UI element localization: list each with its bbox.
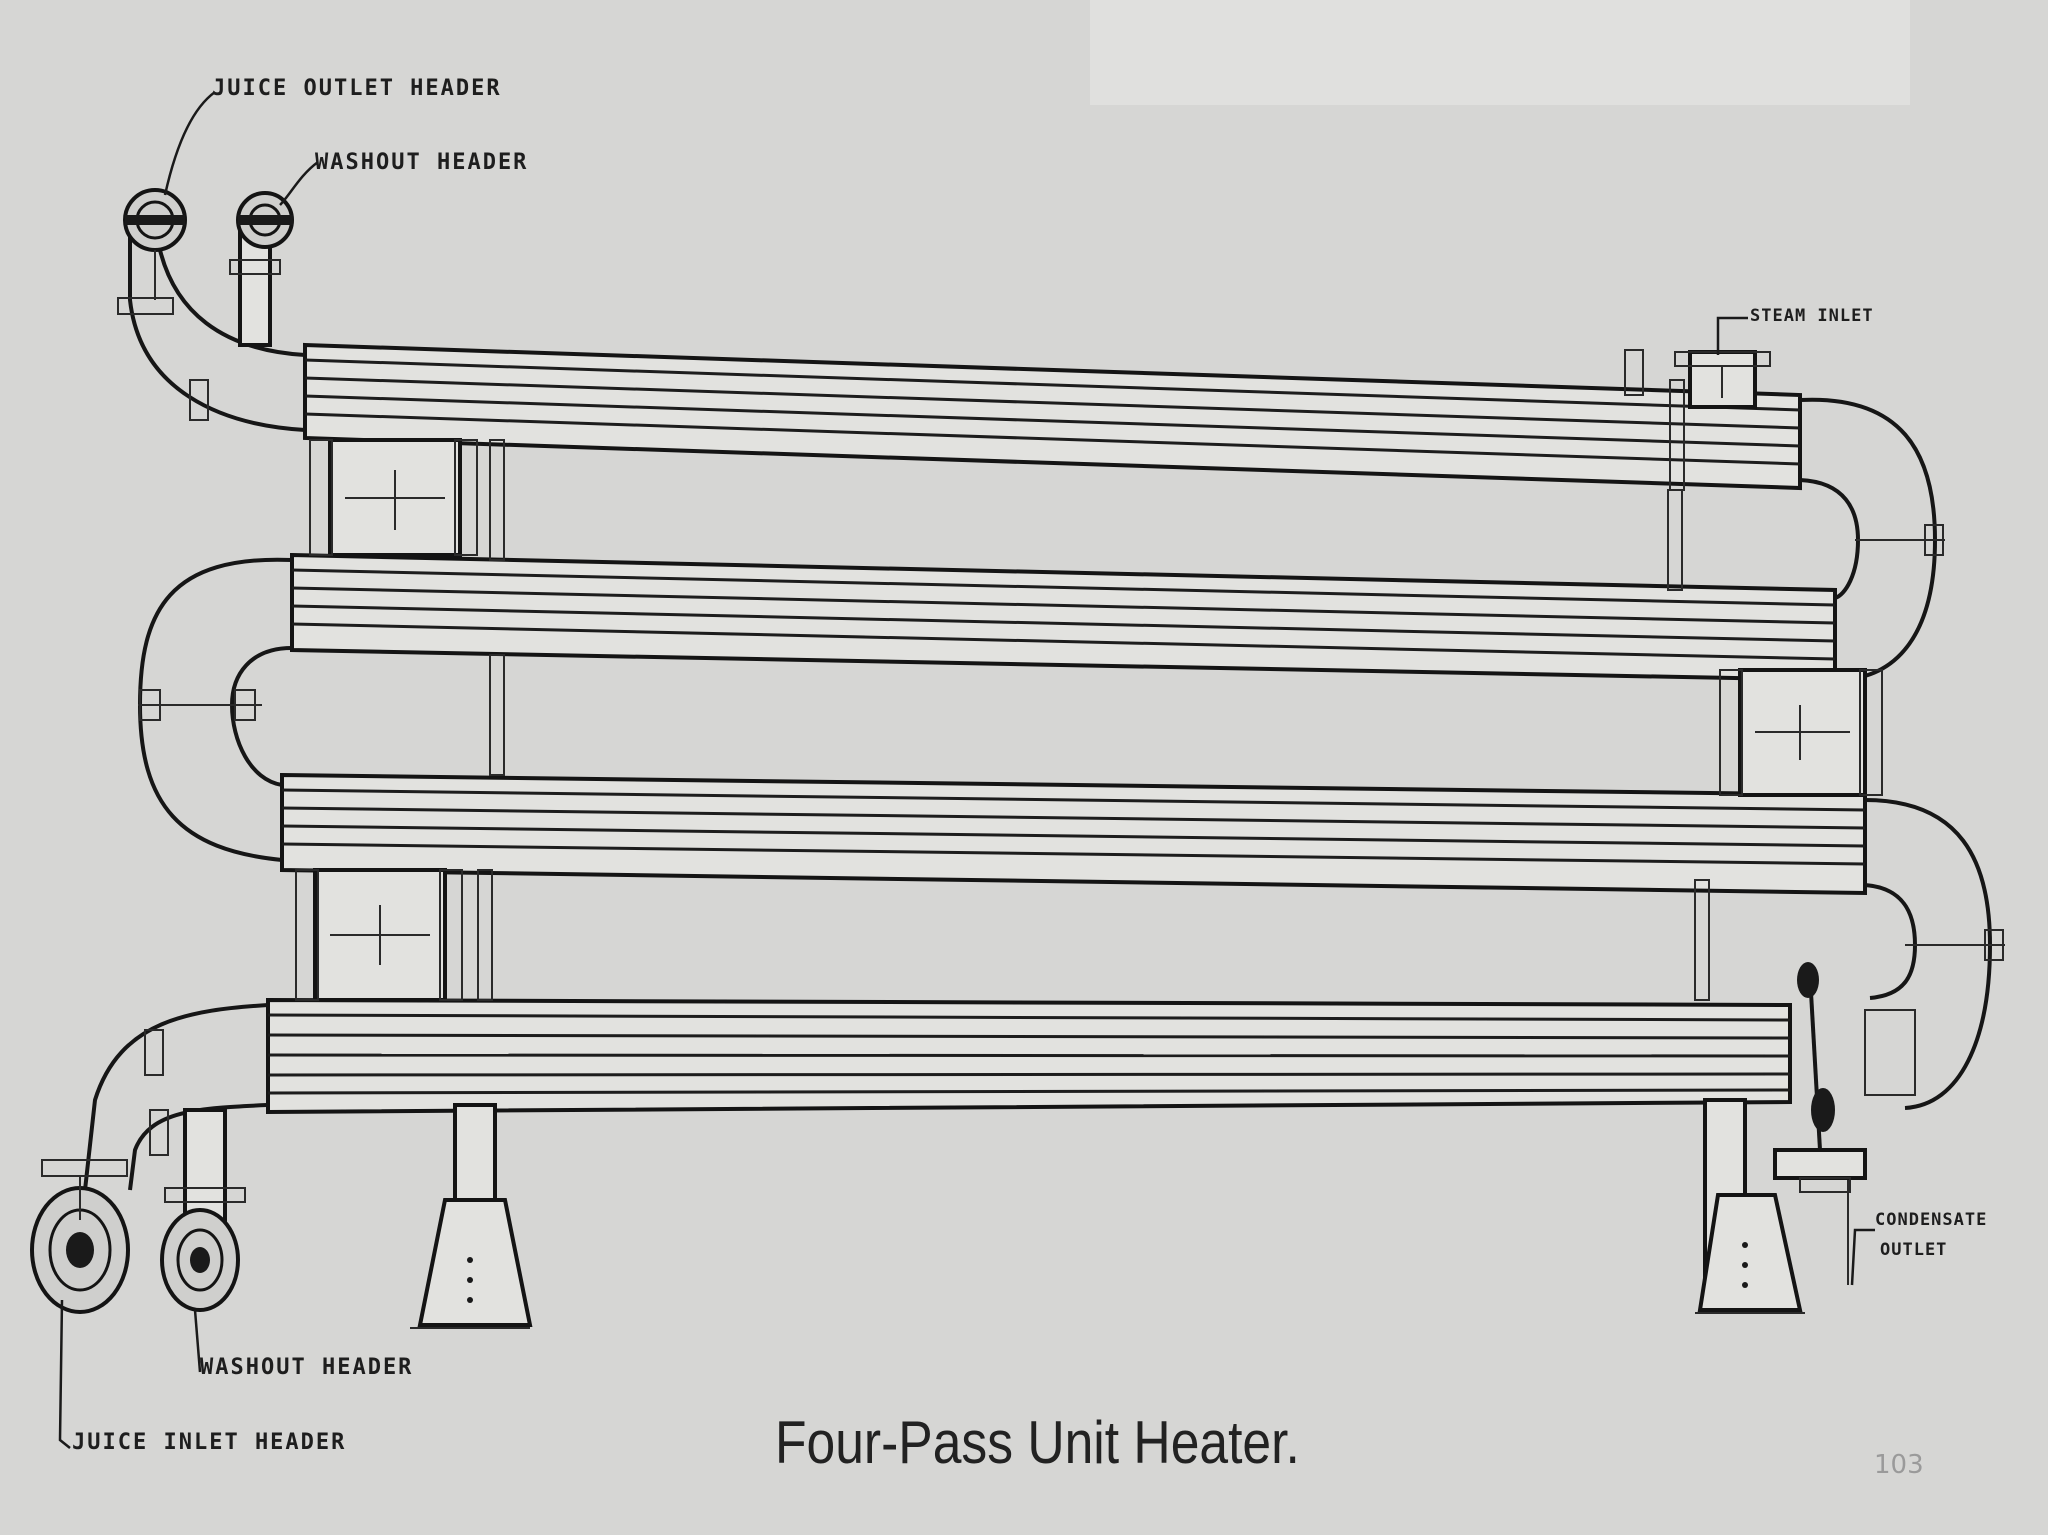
left-return-bend-upper [137, 557, 293, 862]
washout-header-bottom-pipe [160, 1108, 246, 1312]
crossover-left-1 [309, 438, 478, 557]
tube-sheet-right [1667, 379, 1710, 1001]
label-leaders [58, 90, 1875, 1449]
tube-sheet-left [477, 439, 505, 1001]
paper-highlight [1090, 0, 1910, 105]
pass-1-shell [303, 342, 1802, 491]
washout-header-top-pipe [229, 191, 294, 347]
steam-inlet-nozzle [1624, 349, 1771, 409]
crossover-left-2 [295, 868, 463, 1002]
figure-caption: Four-Pass Unit Heater. [775, 1409, 1300, 1476]
pass-4-shell [266, 997, 1792, 1115]
support-leg-left [410, 1103, 533, 1329]
juice-inlet-header-pipe [30, 1003, 269, 1314]
label-juice-outlet-header: JUICE OUTLET HEADER [212, 76, 502, 101]
pass-2-shell [290, 552, 1837, 683]
crossover-right-1 [1719, 668, 1883, 797]
condensate-outlet-trap [1773, 962, 1916, 1285]
right-return-bend-upper [1799, 397, 1945, 682]
label-juice-inlet-header: JUICE INLET HEADER [72, 1430, 347, 1455]
support-leg-right [1695, 1098, 1805, 1314]
right-return-bend-lower [1864, 798, 2005, 1110]
pass-3-shell [280, 772, 1867, 896]
label-condensate-outlet-line1: CONDENSATE [1875, 1210, 1988, 1230]
label-washout-header-bottom: WASHOUT HEADER [200, 1355, 414, 1380]
juice-outlet-header-pipe [117, 188, 306, 432]
label-condensate-outlet-line2: OUTLET [1880, 1240, 1948, 1260]
label-washout-header-top: WASHOUT HEADER [315, 150, 529, 175]
page-number: 103 [1874, 1450, 1924, 1480]
label-steam-inlet: STEAM INLET [1750, 306, 1874, 326]
